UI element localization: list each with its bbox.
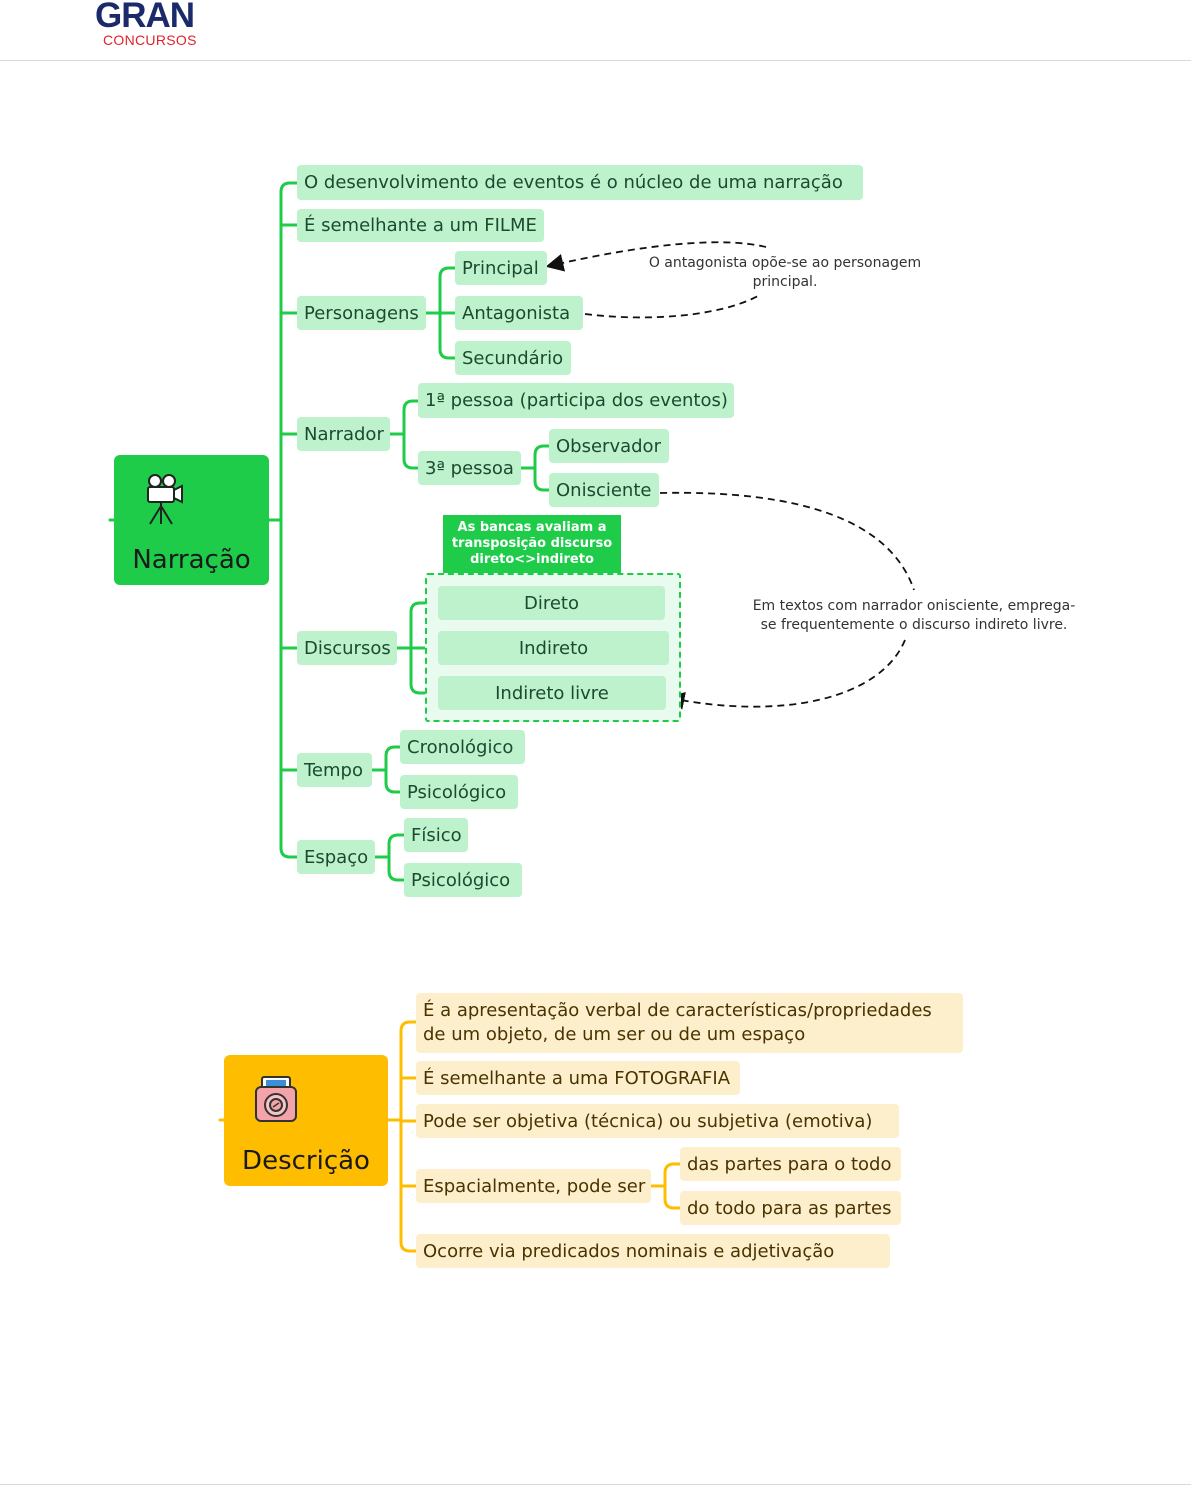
node-psicologico-espaco[interactable]: Psicológico <box>404 863 522 897</box>
node-espaco[interactable]: Espaço <box>297 840 375 874</box>
node-direto[interactable]: Direto <box>438 586 665 620</box>
callout-bancas: As bancas avaliam a transposição discurs… <box>443 515 621 573</box>
node-tempo[interactable]: Tempo <box>297 753 372 787</box>
node-observador[interactable]: Observador <box>549 429 669 463</box>
node-objetiva[interactable]: Pode ser objetiva (técnica) ou subjetiva… <box>416 1104 899 1138</box>
node-antagonista[interactable]: Antagonista <box>455 296 583 330</box>
node-psicologico-tempo[interactable]: Psicológico <box>400 775 518 809</box>
page-header: GRAN CONCURSOS <box>0 0 1191 61</box>
node-desenvolvimento[interactable]: O desenvolvimento de eventos é o núcleo … <box>297 165 863 200</box>
narracao-root[interactable]: Narração <box>114 455 269 585</box>
node-principal[interactable]: Principal <box>455 251 547 285</box>
note-onisciente: Em textos com narrador onisciente, empre… <box>752 598 1076 633</box>
node-narrador[interactable]: Narrador <box>297 417 390 451</box>
descricao-root[interactable]: Descrição <box>224 1055 388 1186</box>
node-apresentacao[interactable]: É a apresentação verbal de característic… <box>416 993 963 1053</box>
narracao-title: Narração <box>132 545 251 575</box>
node-primeira-pessoa[interactable]: 1ª pessoa (participa dos eventos) <box>418 383 734 418</box>
node-indireto[interactable]: Indireto <box>438 631 669 665</box>
note-antagonista: O antagonista opõe-se ao personagem prin… <box>648 255 922 290</box>
node-todo-partes[interactable]: do todo para as partes <box>680 1191 901 1225</box>
camera-icon <box>255 1076 297 1122</box>
node-fotografia[interactable]: É semelhante a uma FOTOGRAFIA <box>416 1061 740 1095</box>
node-predicados[interactable]: Ocorre via predicados nominais e adjetiv… <box>416 1234 890 1268</box>
descricao-title: Descrição <box>242 1146 370 1176</box>
node-discursos[interactable]: Discursos <box>297 631 397 665</box>
node-personagens[interactable]: Personagens <box>297 296 426 330</box>
node-espacialmente[interactable]: Espacialmente, pode ser <box>416 1169 651 1203</box>
node-terceira-pessoa[interactable]: 3ª pessoa <box>418 451 521 485</box>
node-secundario[interactable]: Secundário <box>455 341 571 375</box>
footer-divider <box>0 1484 1191 1485</box>
movie-camera-icon <box>147 474 183 525</box>
node-indireto-livre[interactable]: Indireto livre <box>438 676 666 710</box>
logo: GRAN <box>95 0 195 35</box>
node-filme[interactable]: É semelhante a um FILME <box>297 209 544 242</box>
logo-subtitle: CONCURSOS <box>103 32 197 48</box>
node-onisciente[interactable]: Onisciente <box>549 473 659 507</box>
node-cronologico[interactable]: Cronológico <box>400 730 525 764</box>
node-fisico[interactable]: Físico <box>404 818 468 852</box>
node-partes-todo[interactable]: das partes para o todo <box>680 1147 901 1181</box>
